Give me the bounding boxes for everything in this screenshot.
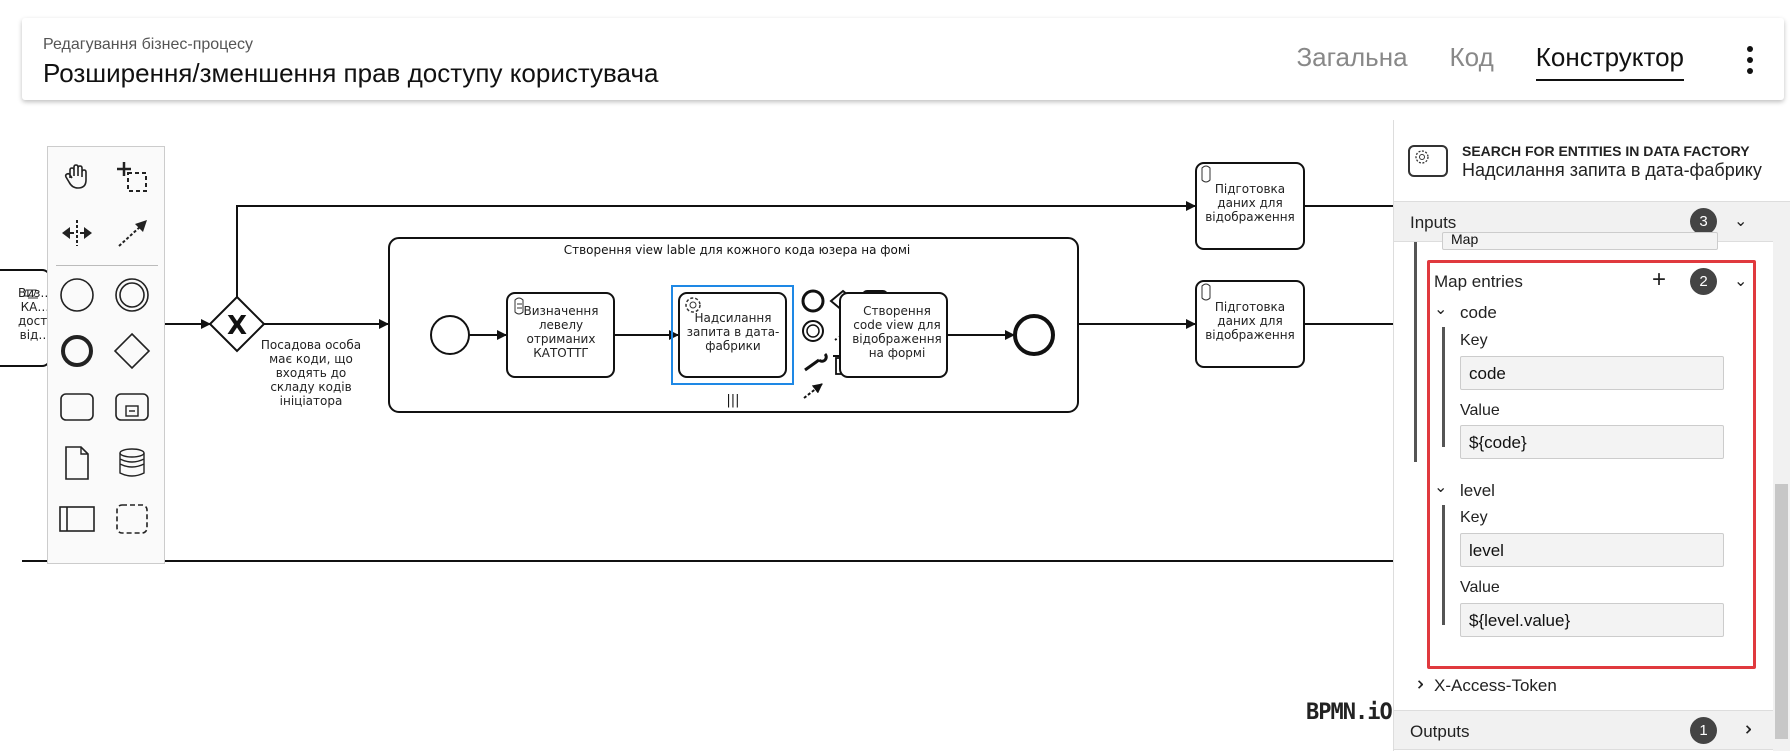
subprocess-title: Створення view lable для кожного кода юз… <box>564 243 911 257</box>
panel-scrollbar[interactable] <box>1773 202 1790 751</box>
tab-bar: Загальна Код Конструктор <box>1296 42 1684 81</box>
tree-guide <box>1414 242 1417 462</box>
tree-guide <box>1442 327 1445 447</box>
task-prepare-data-2[interactable] <box>1195 280 1305 368</box>
task-icon[interactable] <box>57 387 97 427</box>
tab-code[interactable]: Код <box>1449 42 1494 72</box>
end-event-icon[interactable] <box>57 331 97 371</box>
hand-tool-icon[interactable] <box>57 157 97 197</box>
tool-palette <box>47 146 165 564</box>
start-event[interactable] <box>430 315 470 355</box>
subprocess-icon[interactable] <box>112 387 152 427</box>
app-header: Редагування бізнес-процесу Розширення/зм… <box>22 18 1784 100</box>
inputs-count-badge: 3 <box>1690 208 1717 235</box>
entry-code-key-input[interactable]: code <box>1460 356 1724 390</box>
panel-header: SEARCH FOR ENTITIES IN DATA FACTORY Надс… <box>1394 120 1790 202</box>
chevron-down-icon[interactable]: ⌄ <box>1734 213 1748 230</box>
selection-outline <box>671 285 794 385</box>
entry-level-key-input[interactable]: level <box>1460 533 1724 567</box>
element-name: Надсилання запита в дата-фабрику <box>1462 160 1762 180</box>
service-task-icon <box>1408 145 1448 177</box>
breadcrumb: Редагування бізнес-процесу <box>43 36 254 53</box>
task-prepare-data-1[interactable] <box>1195 162 1305 250</box>
connect-tool-icon[interactable] <box>112 213 152 253</box>
properties-panel: SEARCH FOR ENTITIES IN DATA FACTORY Надс… <box>1393 120 1790 751</box>
chevron-right-icon[interactable]: ⌄ <box>1405 676 1428 693</box>
scrollbar-thumb[interactable] <box>1775 484 1788 739</box>
bpmn-canvas[interactable]: X Створення view lable для кожного кода … <box>0 110 1395 751</box>
entry-code-value-input[interactable]: ${code} <box>1460 425 1724 459</box>
script-icon <box>1201 283 1211 301</box>
group-icon[interactable] <box>112 499 152 539</box>
data-object-icon[interactable] <box>57 443 97 483</box>
chevron-down-icon[interactable]: ⌄ <box>1434 301 1448 318</box>
page-title: Розширення/зменшення прав доступу корист… <box>43 58 659 88</box>
task-prepare-data-1-label: Підготовка даних для відображення <box>1205 182 1295 224</box>
participant-icon[interactable] <box>57 499 97 539</box>
tree-guide <box>1442 505 1445 625</box>
outputs-group-header[interactable]: Outputs 1 ⌄ <box>1394 710 1790 750</box>
task-prepare-data-2-label: Підготовка даних для відображення <box>1205 300 1295 342</box>
script-icon <box>1201 165 1211 183</box>
task-create-code-view-label: Створення code view для відображення на … <box>852 304 942 360</box>
script-icon <box>23 289 38 299</box>
x-access-token-label[interactable]: X-Access-Token <box>1434 676 1557 695</box>
value-label: Value <box>1460 579 1500 596</box>
partial-task-label: Виз… КА… дост… від… <box>18 286 52 342</box>
truncated-input[interactable]: Map <box>1442 232 1718 250</box>
map-entries-label: Map entries <box>1434 272 1523 291</box>
lasso-tool-icon[interactable] <box>112 157 152 197</box>
entry-level-value-input[interactable]: ${level.value} <box>1460 603 1724 637</box>
tab-general[interactable]: Загальна <box>1296 42 1408 72</box>
entry-level-title: level <box>1460 481 1495 500</box>
tab-constructor[interactable]: Конструктор <box>1535 42 1684 81</box>
map-entries-count-badge: 2 <box>1690 268 1717 295</box>
data-store-icon[interactable] <box>112 443 152 483</box>
intermediate-event-icon[interactable] <box>112 275 152 315</box>
value-label: Value <box>1460 402 1500 419</box>
script-icon <box>514 297 524 315</box>
multi-instance-marker: ||| <box>726 393 739 408</box>
end-event-icon[interactable] <box>801 289 825 313</box>
space-tool-icon[interactable] <box>57 213 97 253</box>
highlight-box <box>1427 260 1756 669</box>
bpmn-diagram: X Створення view lable для кожного кода … <box>0 162 1395 562</box>
wrench-icon[interactable] <box>804 352 828 372</box>
task-send-request-label: Надсилання запита в дата-фабрики <box>686 311 780 353</box>
task-send-request[interactable] <box>678 292 787 378</box>
connect-icon[interactable] <box>803 383 823 399</box>
intermediate-event-icon[interactable] <box>802 320 824 342</box>
end-event[interactable] <box>1013 314 1055 356</box>
exclusive-gateway[interactable]: X <box>208 295 266 353</box>
chevron-right-icon[interactable]: ⌄ <box>1733 721 1756 738</box>
outputs-count-badge: 1 <box>1690 717 1717 744</box>
bpmn-io-watermark[interactable]: BPMN.iO <box>1306 700 1393 725</box>
key-label: Key <box>1460 509 1488 526</box>
add-icon[interactable]: + <box>1652 266 1667 293</box>
entry-code-title: code <box>1460 303 1497 322</box>
inputs-label: Inputs <box>1410 213 1457 232</box>
gateway-icon[interactable] <box>112 331 152 371</box>
chevron-down-icon[interactable]: ⌄ <box>1434 479 1448 496</box>
element-type: SEARCH FOR ENTITIES IN DATA FACTORY <box>1462 143 1750 159</box>
start-event-icon[interactable] <box>57 275 97 315</box>
outputs-label: Outputs <box>1410 722 1470 741</box>
task-define-level-label: Визначення левелу отриманих КАТОТТГ <box>523 304 599 360</box>
svg-text:X: X <box>227 311 247 341</box>
gateway-label: Посадова особа має коди, що входять до с… <box>260 338 362 408</box>
key-label: Key <box>1460 332 1488 349</box>
chevron-down-icon[interactable]: ⌄ <box>1734 273 1748 290</box>
more-vert-icon[interactable] <box>1746 46 1754 74</box>
service-gear-icon <box>685 297 701 313</box>
